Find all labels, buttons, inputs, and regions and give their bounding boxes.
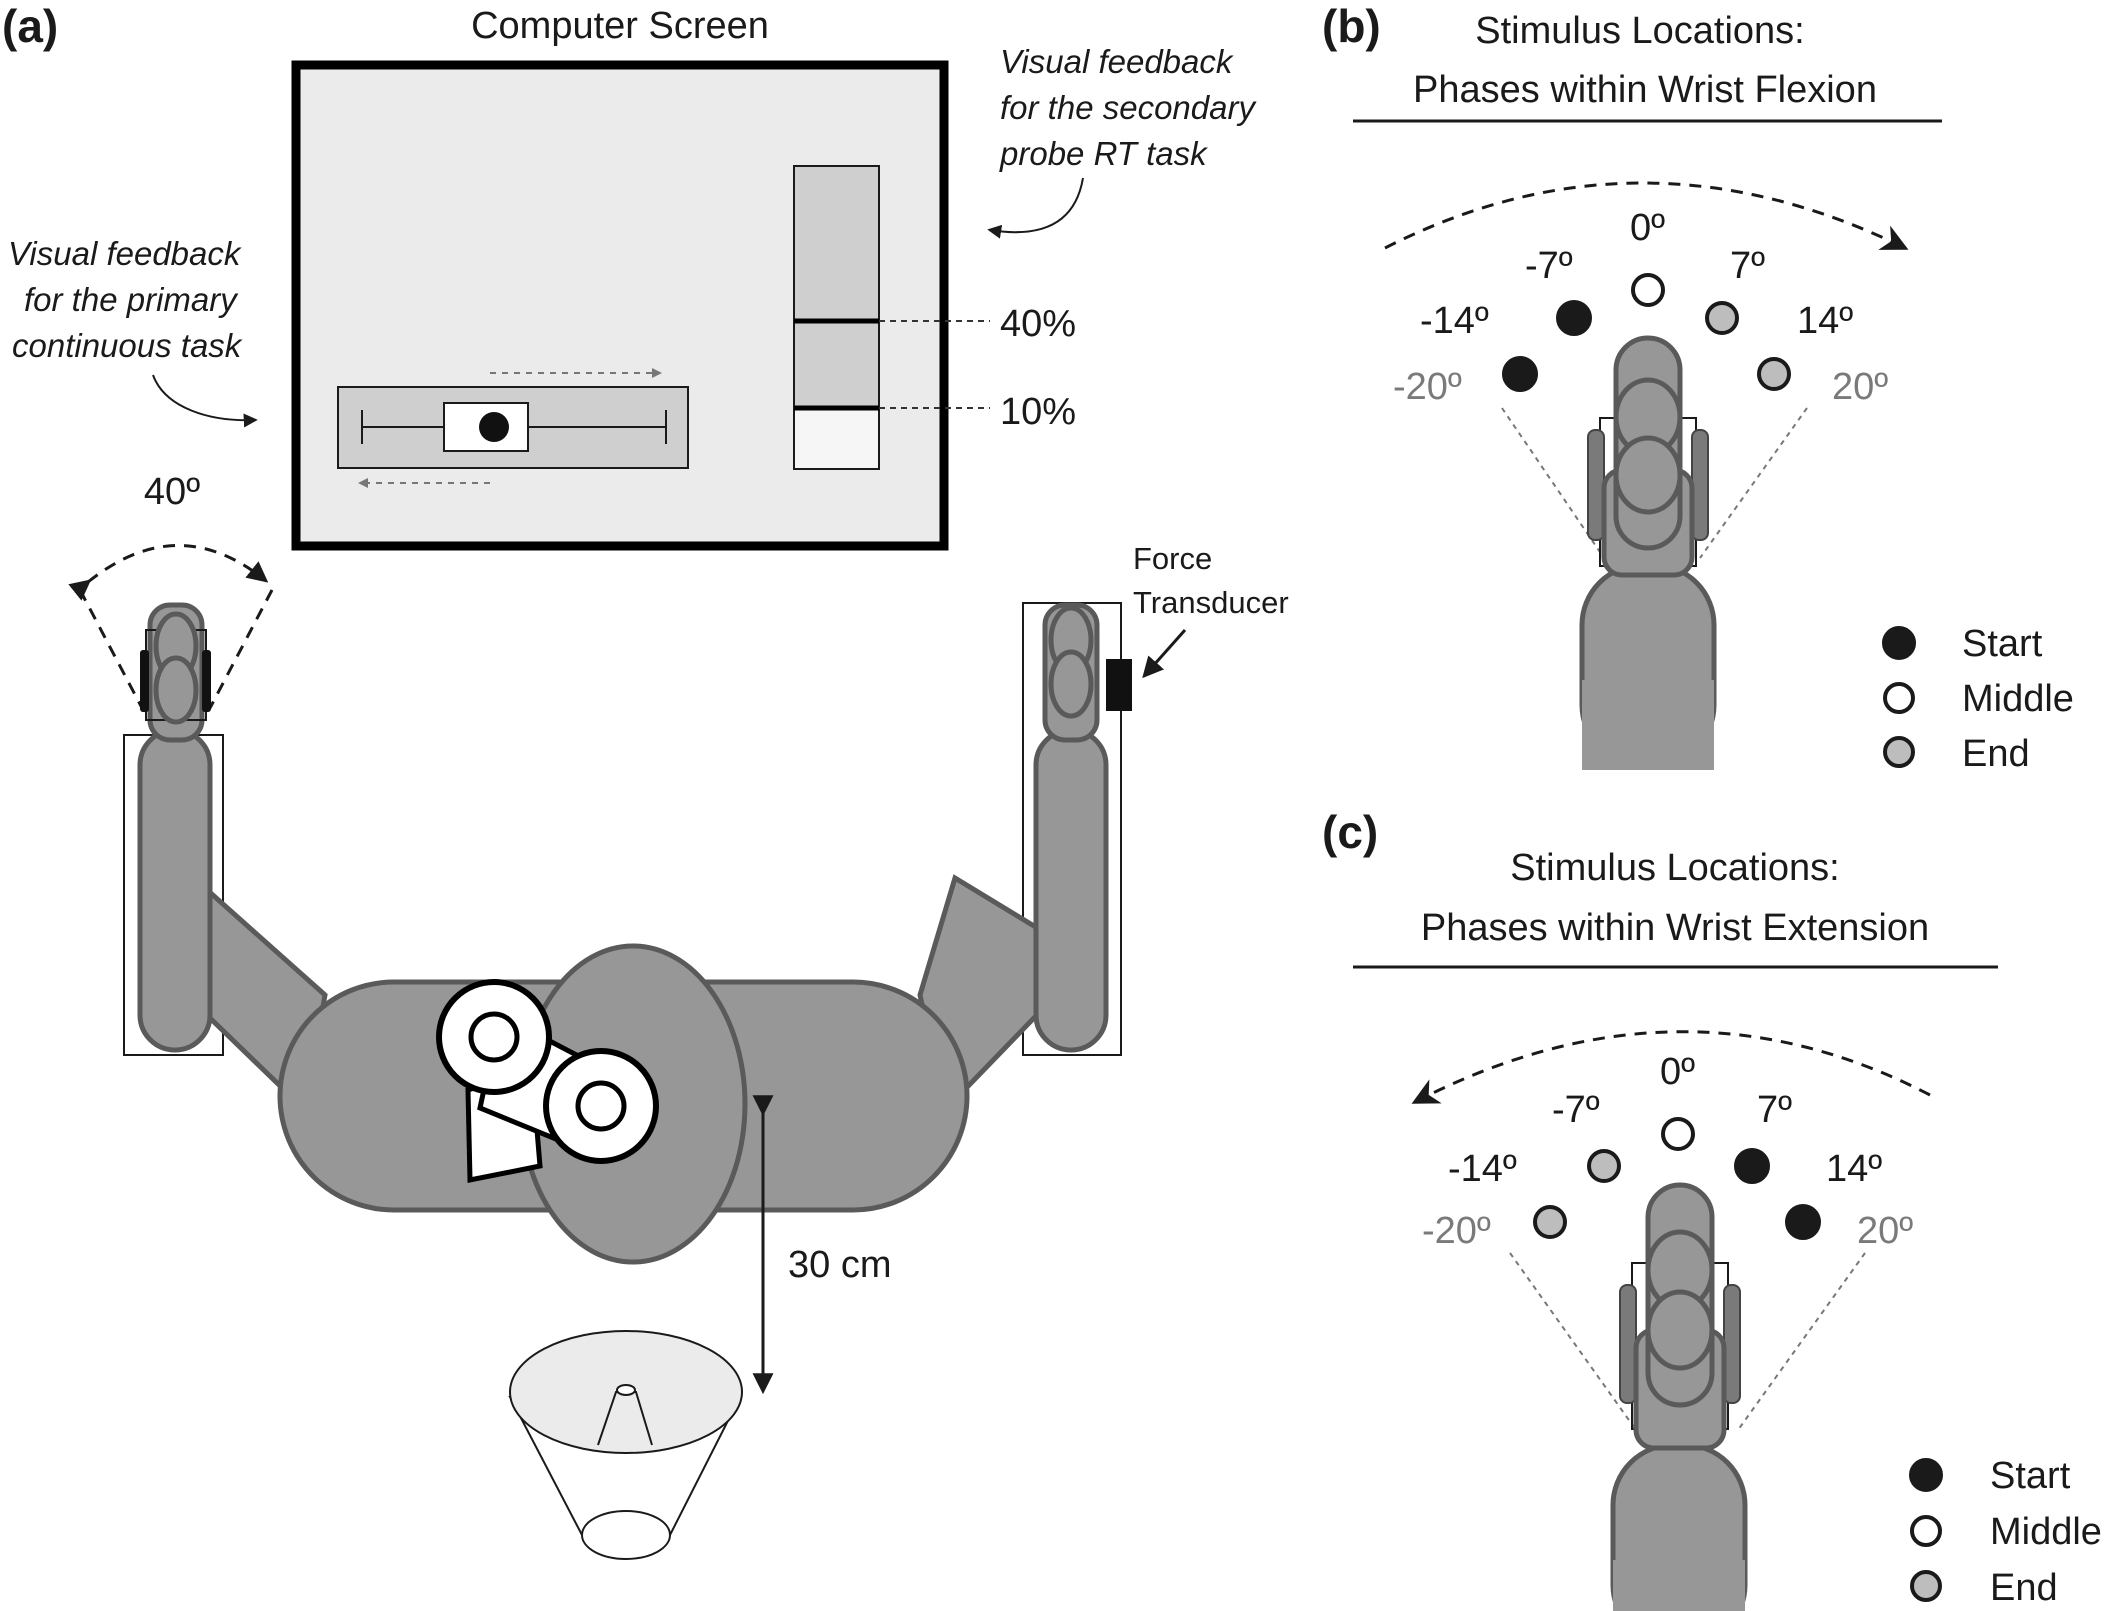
panel-c-title-line1: Stimulus Locations: xyxy=(1510,847,1840,889)
wrist-range-left-bound xyxy=(78,589,144,709)
panel-b-angle-p14: 14º xyxy=(1797,300,1853,342)
panel-b-hand xyxy=(1579,335,1717,770)
panel-b-forearm-extension xyxy=(1582,680,1714,770)
panel-b-angle-p7: 7º xyxy=(1730,245,1765,287)
panel-c-angle-n20: -20º xyxy=(1422,1210,1491,1252)
panel-b-angle-n14: -14º xyxy=(1420,300,1489,342)
left-forearm xyxy=(137,727,213,1053)
panel-c-legend-end: End xyxy=(1990,1567,2058,1609)
left-finger-2 xyxy=(153,655,199,725)
right-pupil xyxy=(575,1080,627,1132)
panel-a: (a) Computer Screen 40% 10% Visual feedb… xyxy=(2,0,1289,1560)
panel-b-legend-end-swatch xyxy=(1883,736,1915,768)
panel-b-legend: Start Middle End xyxy=(1882,623,2074,775)
wrist-range-label: 40º xyxy=(144,471,200,513)
force-transducer-label: Force Transducer xyxy=(1133,541,1289,620)
panel-b: (b) Stimulus Locations: Phases within Wr… xyxy=(1322,0,2074,775)
wrist-range-right-bound xyxy=(208,589,274,709)
panel-c-forearm-extension xyxy=(1613,1560,1745,1611)
panel-c-angle-p7: 7º xyxy=(1757,1089,1792,1131)
primary-cursor-dot xyxy=(479,412,509,442)
panel-c-angle-n7: -7º xyxy=(1552,1089,1600,1131)
panel-b-angle-0: 0º xyxy=(1630,207,1665,249)
panel-c-angle-n14: -14º xyxy=(1448,1148,1517,1190)
panel-c-legend-start: Start xyxy=(1990,1455,2071,1497)
panel-c-dot-p14 xyxy=(1785,1204,1821,1240)
panel-c-hand xyxy=(1610,1182,1748,1611)
panel-c-legend-middle-swatch xyxy=(1910,1515,1942,1547)
level-40-label: 40% xyxy=(1000,303,1076,345)
panel-b-legend-middle: Middle xyxy=(1962,678,2074,720)
panel-b-dot-p14 xyxy=(1757,357,1791,391)
primary-caption: Visual feedback for the primary continuo… xyxy=(8,235,250,364)
participant-body xyxy=(137,602,1109,1265)
panel-c-angle-p14: 14º xyxy=(1826,1148,1882,1190)
panel-b-angle-n20: -20º xyxy=(1393,366,1462,408)
panel-b-angle-n7: -7º xyxy=(1525,245,1573,287)
panel-b-dot-0 xyxy=(1631,273,1665,307)
force-transducer xyxy=(1106,659,1132,711)
panel-c-dot-n14 xyxy=(1533,1205,1567,1239)
secondary-caption: Visual feedback for the secondary probe … xyxy=(999,43,1264,172)
screen-title: Computer Screen xyxy=(471,5,769,47)
panel-c-legend: Start Middle End xyxy=(1909,1455,2102,1609)
panel-b-title-line1: Stimulus Locations: xyxy=(1475,10,1805,52)
left-pupil xyxy=(468,1011,520,1063)
camera-base xyxy=(581,1510,671,1560)
panel-c-knuckle-2 xyxy=(1645,1289,1715,1371)
panel-c-angle-0: 0º xyxy=(1660,1051,1695,1093)
panel-a-label: (a) xyxy=(2,0,58,52)
panel-c-limit-left xyxy=(1509,1252,1637,1431)
panel-c-title-line2: Phases within Wrist Extension xyxy=(1421,907,1929,949)
panel-c-dot-0 xyxy=(1661,1117,1695,1151)
panel-b-title-line2: Phases within Wrist Flexion xyxy=(1413,69,1877,111)
left-hand-pad-a xyxy=(140,650,149,712)
panel-b-angle-p20: 20º xyxy=(1832,366,1888,408)
panel-b-dot-n7 xyxy=(1556,300,1592,336)
right-forearm xyxy=(1033,727,1109,1053)
panel-c-dot-p7 xyxy=(1734,1148,1770,1184)
panel-b-legend-start: Start xyxy=(1962,623,2043,665)
panel-c-limit-right xyxy=(1737,1252,1866,1431)
panel-b-legend-middle-swatch xyxy=(1883,682,1915,714)
panel-c-label: (c) xyxy=(1322,806,1378,858)
panel-b-dot-p7 xyxy=(1705,301,1739,335)
panel-c-legend-middle: Middle xyxy=(1990,1511,2102,1553)
panel-b-label: (b) xyxy=(1322,0,1381,52)
wrist-range-arc xyxy=(68,544,269,601)
panel-c-dot-n7 xyxy=(1587,1149,1621,1183)
camera-lens xyxy=(616,1384,636,1396)
panel-b-legend-end: End xyxy=(1962,733,2030,775)
primary-caption-arrow xyxy=(152,374,258,428)
panel-b-knuckle-2 xyxy=(1613,435,1683,515)
force-transducer-arrow xyxy=(1142,629,1187,679)
level-10-label: 10% xyxy=(1000,391,1076,433)
left-hand-pad-b xyxy=(202,650,211,712)
panel-c: (c) Stimulus Locations: Phases within Wr… xyxy=(1322,806,2102,1611)
panel-c-legend-end-swatch xyxy=(1910,1570,1942,1602)
secondary-caption-arrow xyxy=(987,177,1084,239)
panel-b-limit-right xyxy=(1699,407,1808,559)
panel-c-angle-p20: 20º xyxy=(1857,1210,1913,1252)
secondary-task-bar-low-fill xyxy=(795,408,878,468)
panel-c-legend-start-swatch xyxy=(1909,1458,1943,1492)
panel-b-dot-n14 xyxy=(1502,356,1538,392)
right-finger-2 xyxy=(1048,649,1094,719)
panel-b-legend-start-swatch xyxy=(1882,626,1916,660)
distance-label: 30 cm xyxy=(788,1244,891,1286)
